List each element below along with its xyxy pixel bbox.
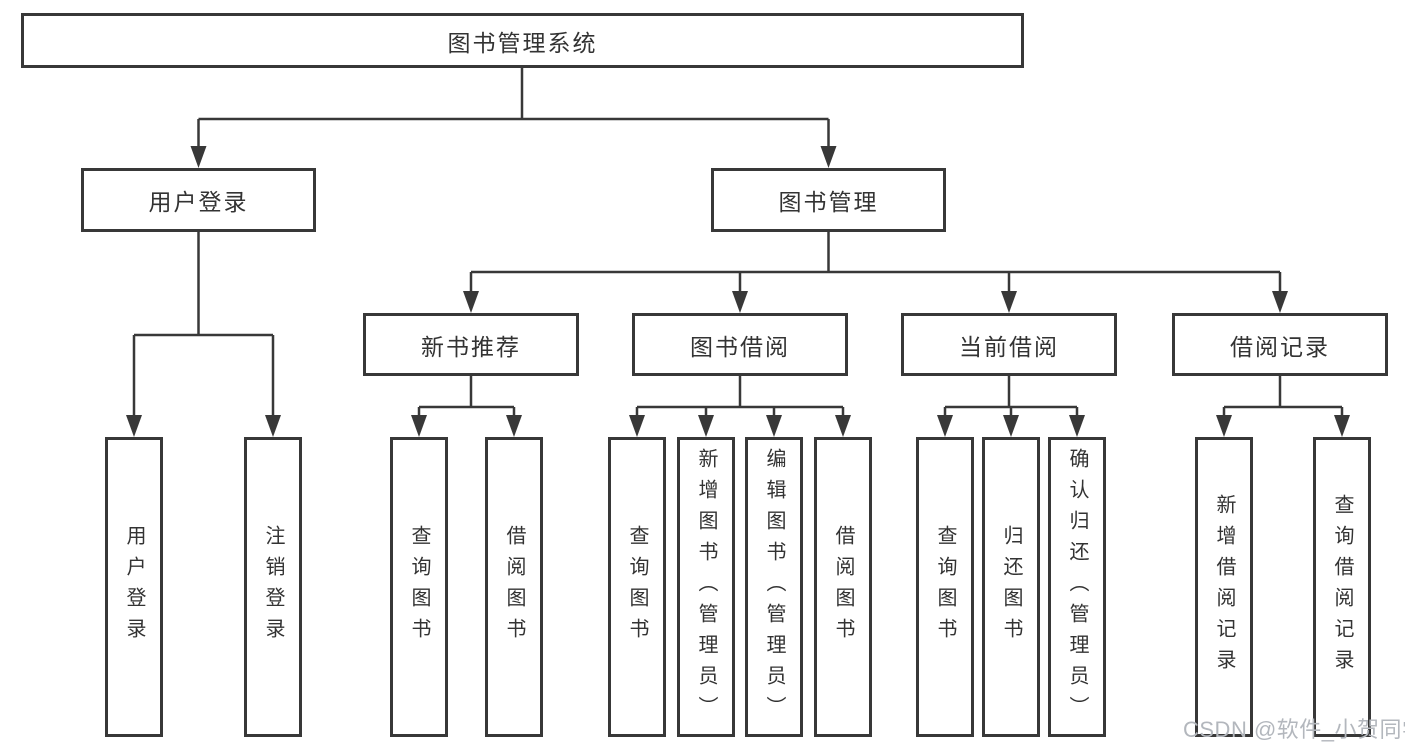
leaf-edit-book-admin: 编辑图书（管理员） [745,437,803,737]
book-management-node: 图书管理 [711,168,946,232]
leaf-borrow-books-1: 借阅图书 [485,437,543,737]
leaf-borrow-books-1-label: 借阅图书 [503,525,525,649]
leaf-user-login: 用户登录 [105,437,163,737]
leaf-query-books-2-label: 查询图书 [626,525,648,649]
leaf-edit-book-admin-label: 编辑图书（管理员） [763,447,785,727]
leaf-query-books-2: 查询图书 [608,437,666,737]
user-login-label: 用户登录 [148,189,249,215]
leaf-query-borrow-record-label: 查询借阅记录 [1331,494,1353,680]
leaf-add-borrow-record-label: 新增借阅记录 [1213,494,1235,680]
leaf-logout-label: 注销登录 [262,525,284,649]
leaf-logout: 注销登录 [244,437,302,737]
borrow-record-label: 借阅记录 [1230,333,1330,360]
watermark: CSDN @软件_小贺同学 [1183,717,1405,742]
leaf-add-book-admin-label: 新增图书（管理员） [695,447,717,727]
leaf-borrow-books-2-label: 借阅图书 [832,525,854,649]
new-book-recommend-label: 新书推荐 [421,333,521,360]
new-book-recommend-node: 新书推荐 [363,313,579,376]
leaf-query-books-3: 查询图书 [916,437,974,737]
book-borrow-label: 图书借阅 [690,333,790,360]
book-management-label: 图书管理 [778,189,879,215]
current-borrow-node: 当前借阅 [901,313,1117,376]
leaf-query-books-1-label: 查询图书 [408,525,430,649]
leaf-add-book-admin: 新增图书（管理员） [677,437,735,737]
user-login-node: 用户登录 [81,168,316,232]
leaf-return-book: 归还图书 [982,437,1040,737]
current-borrow-label: 当前借阅 [959,333,1059,360]
leaf-borrow-books-2: 借阅图书 [814,437,872,737]
leaf-add-borrow-record: 新增借阅记录 [1195,437,1253,737]
leaf-query-books-1: 查询图书 [390,437,448,737]
leaf-return-book-label: 归还图书 [1000,525,1022,649]
leaf-confirm-return-admin-label: 确认归还（管理员） [1066,447,1088,727]
library-system-label: 图书管理系统 [447,29,598,56]
book-borrow-node: 图书借阅 [632,313,848,376]
leaf-user-login-label: 用户登录 [123,525,145,649]
leaf-query-books-3-label: 查询图书 [934,525,956,649]
library-system-node: 图书管理系统 [21,13,1024,68]
borrow-record-node: 借阅记录 [1172,313,1388,376]
leaf-confirm-return-admin: 确认归还（管理员） [1048,437,1106,737]
leaf-query-borrow-record: 查询借阅记录 [1313,437,1371,737]
